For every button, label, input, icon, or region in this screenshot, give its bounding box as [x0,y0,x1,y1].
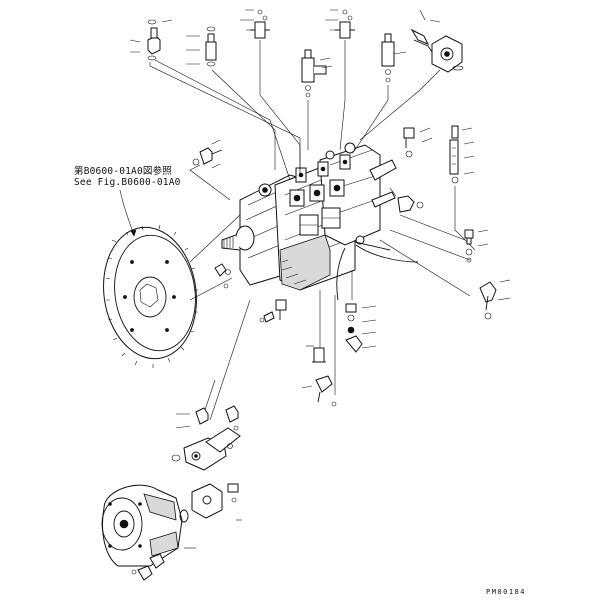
fitting-lower-elbow [301,375,337,407]
fitting-valve-middle [301,49,333,98]
bolt-group-lower [175,405,239,431]
gear-pump-body [101,484,189,567]
fitting-lower-stack [345,303,377,353]
fitting-top-left [129,19,173,61]
pump-adapter-bracket [171,427,241,471]
fitting-valve-right [381,33,407,83]
fitting-top-center-left [240,9,270,39]
fitting-right-upper [403,127,433,158]
flywheel-disc [103,224,198,368]
fitting-right-lower [464,229,489,263]
bolt-center-lower [259,299,287,323]
reference-note-ja: 第B0600-01A0図参照 [74,166,172,177]
fitting-center-mid [214,263,231,289]
bolt-left-upper [192,139,223,169]
fitting-top-center-right [325,9,355,39]
flange-lower [191,483,239,519]
fitting-lower-tee [306,345,326,363]
reference-note: 第B0600-01A0図参照 See Fig.B0600-01A0 [74,166,181,188]
elbow-right [479,279,511,320]
fitting-right-vertical [449,125,475,184]
drawing-number: PM00184 [485,588,526,596]
bolt-gear-pump [131,553,165,581]
fitting-top-mid-left [186,26,217,67]
reference-leader [119,189,135,237]
main-hydraulic-pump [221,142,397,291]
flange-top-right [410,9,464,73]
reference-note-en: See Fig.B0600-01A0 [74,177,181,188]
plug-right [389,187,424,213]
